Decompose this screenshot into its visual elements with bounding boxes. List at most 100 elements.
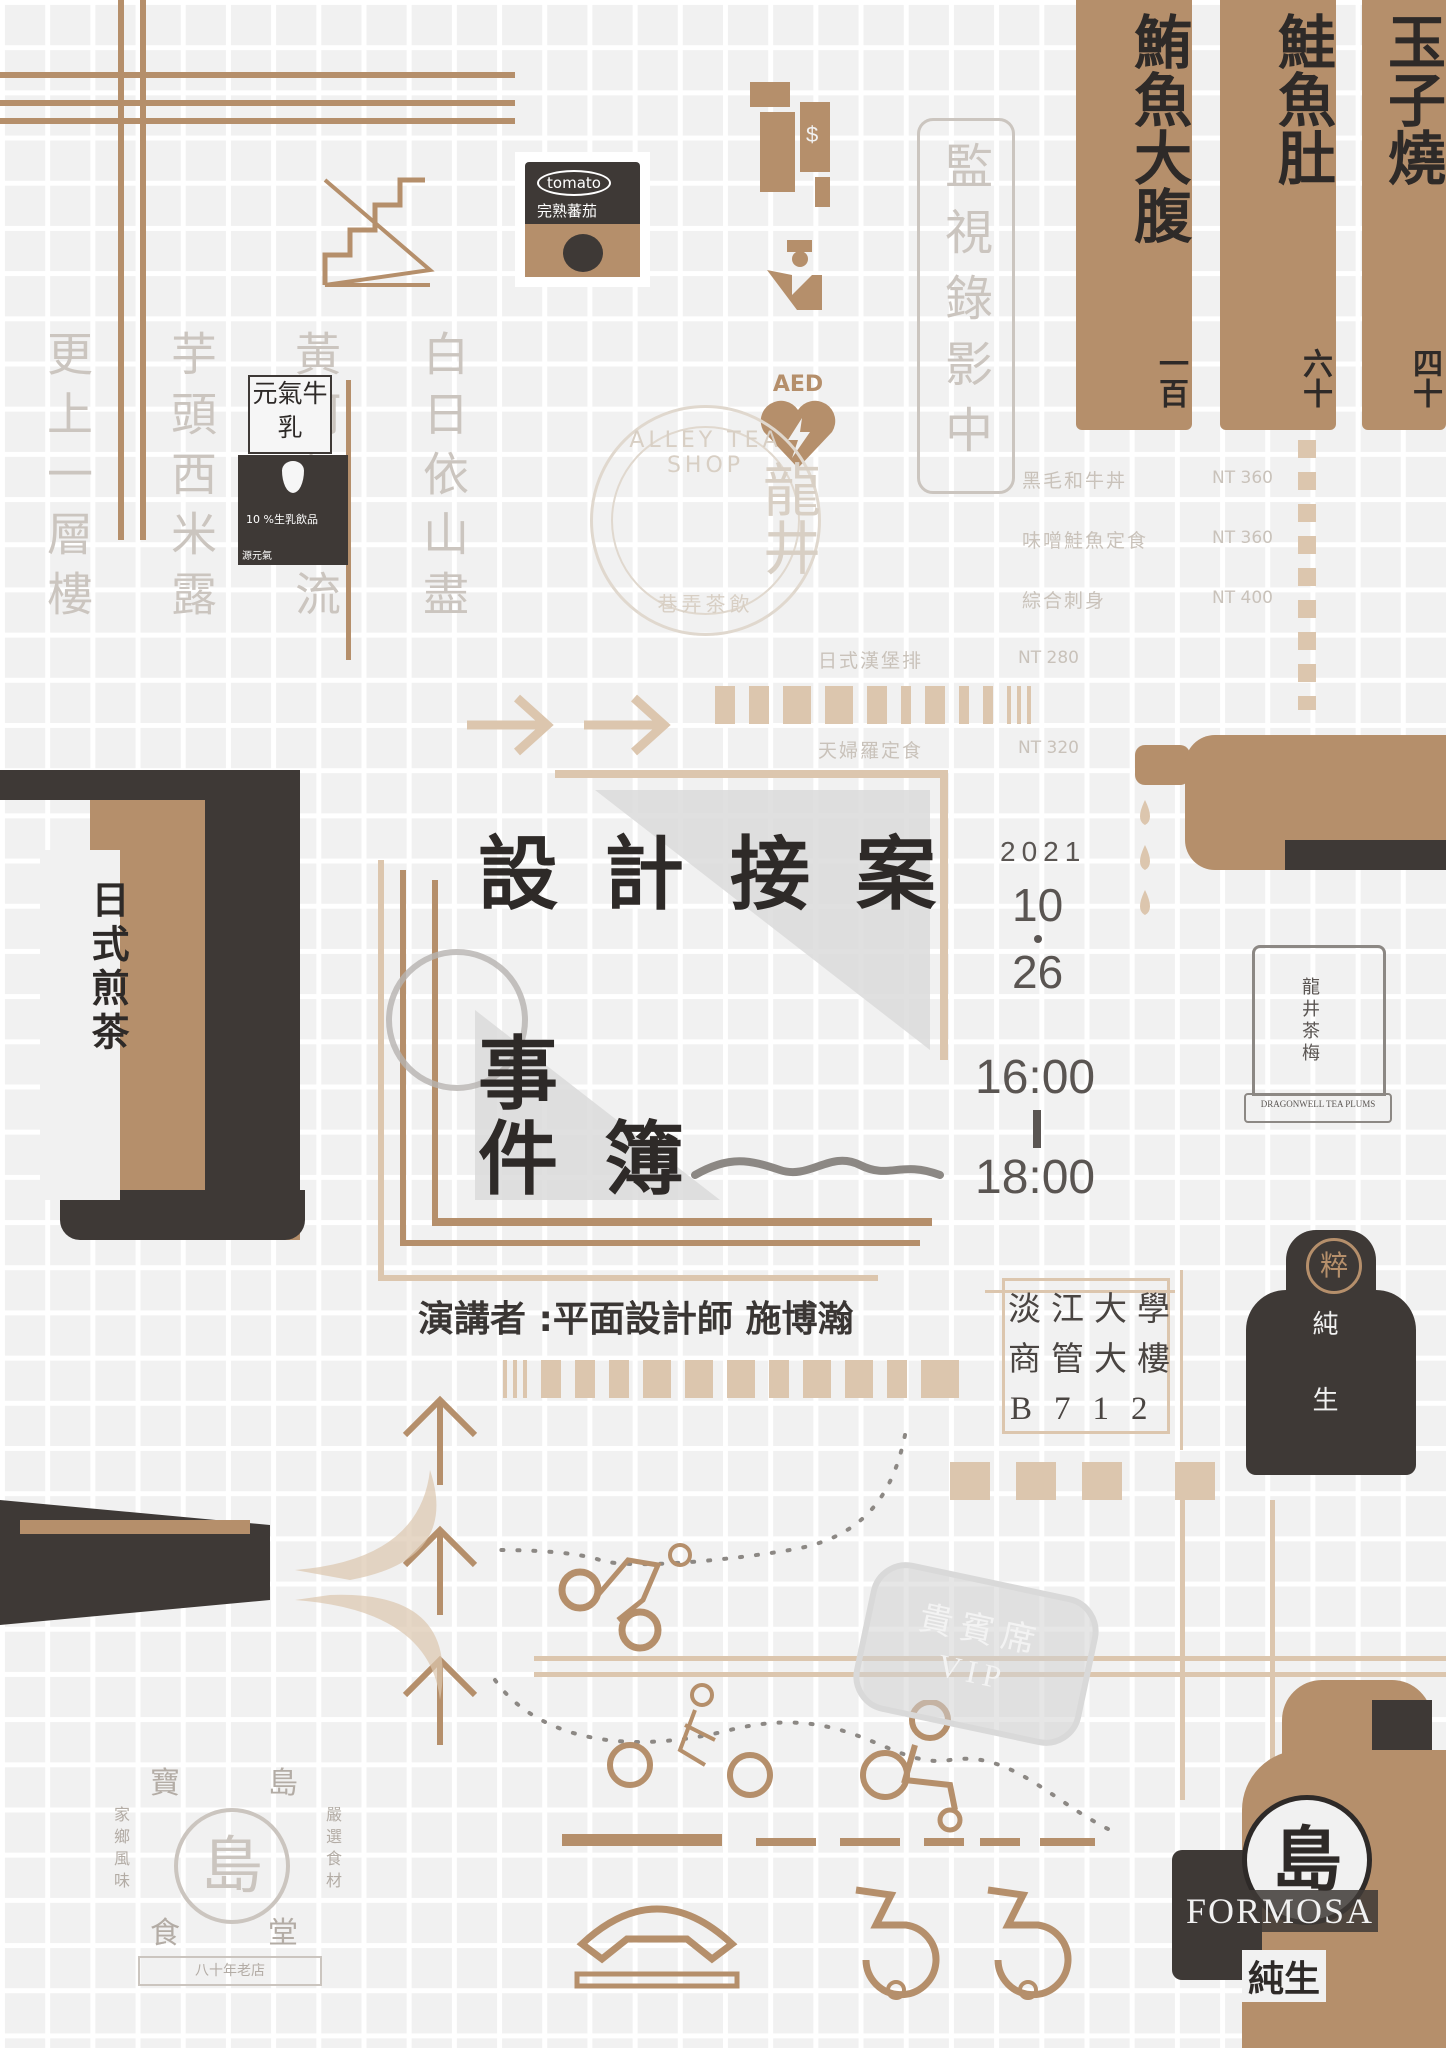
cctv-text: 監視錄影中	[936, 141, 992, 471]
banner-name: 鮪魚大腹	[1124, 12, 1192, 244]
dragonwell-name: 龍井茶梅	[1299, 977, 1320, 1065]
aed-heart-icon	[760, 400, 836, 468]
frame-line	[400, 1240, 920, 1246]
dash-segment	[924, 1838, 964, 1846]
event-year: 2021	[1000, 836, 1087, 867]
vertical-line	[1180, 1500, 1185, 1800]
wheelchair-icon	[860, 1700, 963, 1833]
cyclist-icon	[558, 1543, 692, 1652]
venue-line-1: 淡江大學	[1008, 1289, 1180, 1328]
vertical-line	[1270, 1500, 1275, 1800]
menu-banner: 鮪魚大腹 一百	[1076, 0, 1192, 430]
bottle	[1135, 735, 1446, 870]
island-stamp-tag: 八十年老店	[138, 1956, 322, 1986]
drops-icon	[1140, 800, 1150, 915]
frame-line	[378, 860, 384, 1280]
top-line	[0, 72, 515, 78]
payment-icon: $	[750, 82, 830, 207]
sake-badge: 粹	[1306, 1238, 1362, 1294]
poem-line: 芋頭西米露	[164, 330, 218, 630]
title-main: 設計接案	[478, 828, 982, 921]
vertical-line	[118, 0, 124, 540]
sake-label: 純 生	[1308, 1310, 1338, 1422]
event-month: 10	[1012, 879, 1064, 931]
guard-icon	[767, 240, 822, 310]
dashed-line	[1298, 440, 1316, 710]
stripe-bar	[715, 686, 1045, 724]
sencha-can: 日式煎茶	[0, 770, 305, 1245]
milk-percent: 10 %生乳飲品	[246, 513, 318, 526]
menu-price: NT 400	[1212, 588, 1273, 608]
gray-triangles	[475, 790, 930, 1200]
date-dot	[1034, 935, 1042, 943]
square-block	[1175, 1462, 1215, 1500]
tea-shop-ring: ALLEY TEA SHOP	[629, 428, 782, 478]
milk-corner: 源元氣	[242, 551, 272, 562]
tea-shop-center: 龍井	[753, 460, 821, 576]
tea-shop-stamp: ALLEY TEA SHOP 龍井 巷弄茶飲	[590, 405, 821, 636]
island-stamp-char: 島	[268, 1766, 298, 1801]
aed-label: AED	[772, 372, 824, 397]
dash-segment	[980, 1838, 1020, 1846]
frame-line	[400, 870, 406, 1240]
vertical-line	[140, 0, 146, 540]
dash-segment	[840, 1838, 900, 1846]
square-block	[950, 1462, 990, 1500]
squiggle-line	[691, 1156, 944, 1179]
top-line	[0, 100, 515, 106]
cyclist-icon	[607, 1683, 773, 1798]
dash-segment	[1040, 1838, 1095, 1846]
island-stamp-char: 寶	[150, 1766, 180, 1801]
milk-label: 元氣牛乳	[248, 375, 332, 454]
tea-shop-bottom: 巷弄茶飲	[657, 592, 754, 616]
top-line	[0, 118, 515, 124]
frame-line	[940, 770, 948, 1060]
menu-price: NT 360	[1212, 468, 1273, 488]
milk-drop-icon	[282, 461, 304, 493]
frame-line	[555, 770, 945, 778]
horn-bottle	[0, 1500, 270, 1625]
stripe-bar	[503, 1360, 973, 1398]
time-dash	[1033, 1110, 1041, 1148]
menu-price: NT 280	[1018, 648, 1079, 668]
vertical-line	[346, 380, 351, 660]
menu-banner: 鮭魚肚 六十	[1220, 0, 1336, 430]
frame-line	[378, 1275, 878, 1281]
dotted-path	[493, 1433, 1112, 1832]
formosa-label: 純生	[1242, 1950, 1327, 2002]
arrow-right-icon	[467, 694, 671, 756]
speaker-info: 演講者 :平面設計師 施博瀚	[418, 1299, 854, 1340]
menu-item: 黑毛和牛丼	[1022, 470, 1128, 492]
event-day: 26	[1012, 946, 1064, 998]
menu-price: NT 360	[1212, 528, 1273, 548]
wheelchair-icon	[987, 1886, 1072, 2000]
stairs-icon	[322, 177, 435, 287]
poem-line: 白日依山盡	[416, 330, 470, 630]
sake-bottle: 粹 純 生	[1246, 1230, 1416, 1475]
venue-line	[985, 1290, 1175, 1293]
formosa-text: FORMOSA	[1182, 1890, 1379, 1932]
phone-icon	[574, 1905, 740, 1989]
formosa-bottle: 島 FORMOSA 純生	[1162, 1680, 1446, 2048]
dragonwell-english: DRAGONWELL TEA PLUMS	[1260, 1099, 1376, 1109]
event-start-time: 16:00	[975, 1051, 1096, 1104]
menu-banner: 玉子燒 四十	[1362, 0, 1446, 430]
sencha-label: 日式煎茶	[85, 880, 129, 1056]
title-sub1: 事	[478, 1028, 604, 1121]
dash-segment	[562, 1834, 722, 1846]
frame-line	[432, 1218, 932, 1226]
island-stamp-side: 嚴選食材	[323, 1806, 342, 1894]
menu-item: 日式漢堡排	[818, 650, 924, 672]
island-stamp-char: 食	[150, 1916, 180, 1951]
venue-box	[1002, 1278, 1170, 1434]
banner-name: 鮭魚肚	[1268, 12, 1336, 186]
dragonwell-box: 龍井茶梅 DRAGONWELL TEA PLUMS	[1244, 945, 1392, 1135]
tomato-icon	[563, 234, 603, 272]
island-stamp-char: 堂	[268, 1916, 298, 1951]
menu-item: 綜合刺身	[1022, 590, 1107, 612]
island-stamp-center: 島	[174, 1808, 290, 1924]
banner-price: 四十	[1407, 348, 1442, 408]
cctv-sign: 監視錄影中	[917, 118, 1015, 494]
square-block	[1082, 1462, 1122, 1500]
venue-line-3: B712	[1010, 1391, 1170, 1427]
